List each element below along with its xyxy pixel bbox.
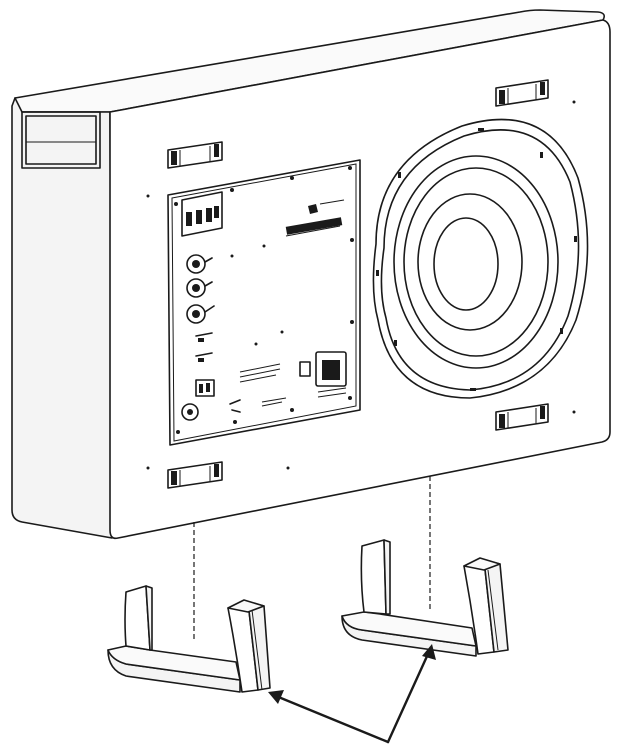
- stand-foot-left: [107, 585, 271, 693]
- control-knob-1: [186, 254, 213, 274]
- stand-foot-right: [341, 539, 509, 657]
- pointer-arrows: [268, 644, 436, 744]
- control-knob-3: [186, 304, 215, 324]
- mount-bracket-bottom-right: [495, 403, 549, 431]
- woofer-driver: [372, 118, 589, 399]
- side-handle-cutout: [21, 111, 101, 169]
- mount-bracket-top-right: [495, 79, 549, 107]
- mount-bracket-bottom-left: [167, 461, 223, 489]
- amplifier-plate: [167, 159, 361, 446]
- front-panel-dots: [146, 100, 576, 470]
- mount-bracket-top-left: [167, 141, 223, 169]
- control-knob-2: [186, 278, 213, 298]
